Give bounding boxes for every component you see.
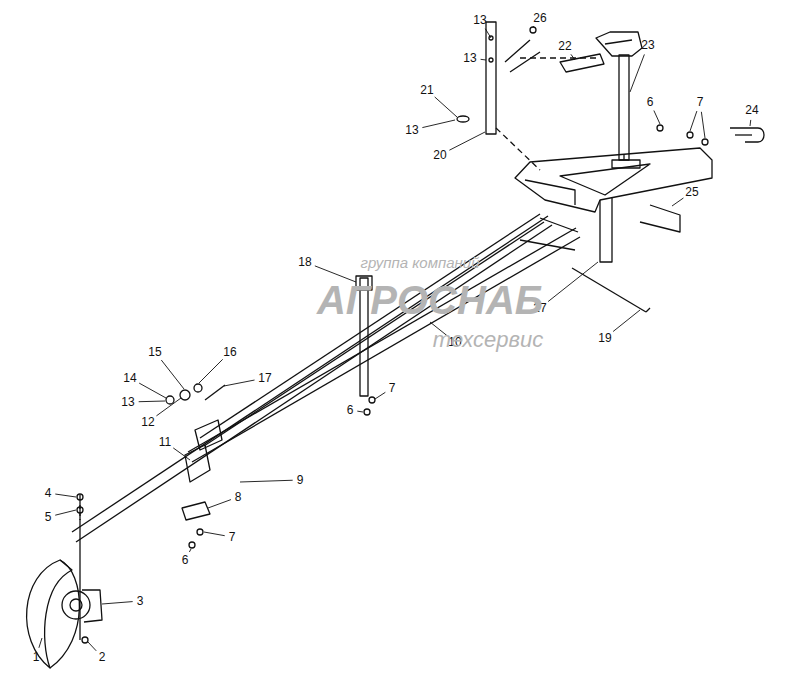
callout-number: 7	[229, 530, 236, 544]
callout-number: 13	[121, 395, 134, 409]
leader-line	[204, 532, 225, 536]
leader-line	[139, 401, 165, 403]
watermark: группа компаний	[360, 254, 479, 271]
callout-number: 6	[647, 95, 654, 109]
callout-number: 15	[148, 345, 161, 359]
callout-number: 25	[685, 185, 698, 199]
leader-line	[435, 97, 457, 117]
leader-line	[189, 549, 191, 552]
callout-number: 13	[473, 13, 486, 27]
callout-number: 11	[159, 435, 171, 449]
leader-line	[485, 29, 491, 38]
leader-line	[672, 198, 683, 206]
leader-line	[161, 360, 184, 389]
callout-number: 13	[463, 51, 476, 65]
callout-number: 21	[420, 83, 433, 97]
leader-line	[701, 112, 705, 138]
leader-line	[357, 411, 363, 413]
leader-line	[548, 262, 598, 302]
leader-line	[173, 448, 190, 460]
callout-number: 13	[405, 123, 418, 137]
leader-line	[88, 642, 96, 651]
leader-line	[654, 111, 660, 124]
watermark: техсервис	[433, 327, 544, 353]
callout-number: 18	[298, 255, 311, 269]
leader-line	[199, 359, 223, 383]
leader-line	[240, 480, 293, 482]
callout-number: 9	[297, 473, 304, 487]
callout-number: 7	[697, 95, 704, 109]
callout-number: 4	[45, 486, 52, 500]
callout-number: 19	[598, 331, 611, 345]
callout-number: 5	[45, 510, 52, 524]
callout-number: 26	[533, 11, 546, 25]
callout-number: 6	[182, 553, 189, 567]
leader-line	[102, 602, 133, 604]
leader-line	[613, 310, 640, 332]
callout-number: 20	[433, 148, 446, 162]
leader-line	[630, 54, 644, 92]
leader-line	[690, 111, 697, 131]
callout-number: 16	[223, 345, 236, 359]
leader-line	[533, 26, 535, 28]
callout-number: 3	[137, 594, 144, 608]
leader-line	[55, 510, 76, 515]
leader-line	[481, 59, 486, 61]
callout-number: 24	[745, 103, 758, 117]
leader-line	[224, 380, 255, 386]
callout-number: 23	[641, 38, 654, 52]
leader-line	[39, 638, 42, 648]
callout-number: 6	[347, 403, 354, 417]
watermark: АГРОСНАБ	[317, 278, 543, 323]
callout-number: 22	[558, 39, 571, 53]
callout-number: 12	[141, 415, 154, 429]
leader-line	[449, 132, 485, 150]
leader-line	[55, 494, 76, 497]
callout-number: 8	[235, 490, 242, 504]
callout-number: 7	[389, 381, 396, 395]
leader-line	[139, 383, 166, 398]
leader-line	[208, 500, 231, 508]
leader-line	[750, 120, 752, 126]
callout-number: 1	[33, 650, 40, 664]
callout-number: 14	[123, 371, 136, 385]
leader-line	[571, 54, 575, 60]
leader-line	[375, 392, 385, 399]
leader-line	[422, 120, 455, 128]
callout-number: 2	[99, 650, 106, 664]
leader-line	[156, 398, 181, 416]
callout-number: 17	[258, 371, 271, 385]
